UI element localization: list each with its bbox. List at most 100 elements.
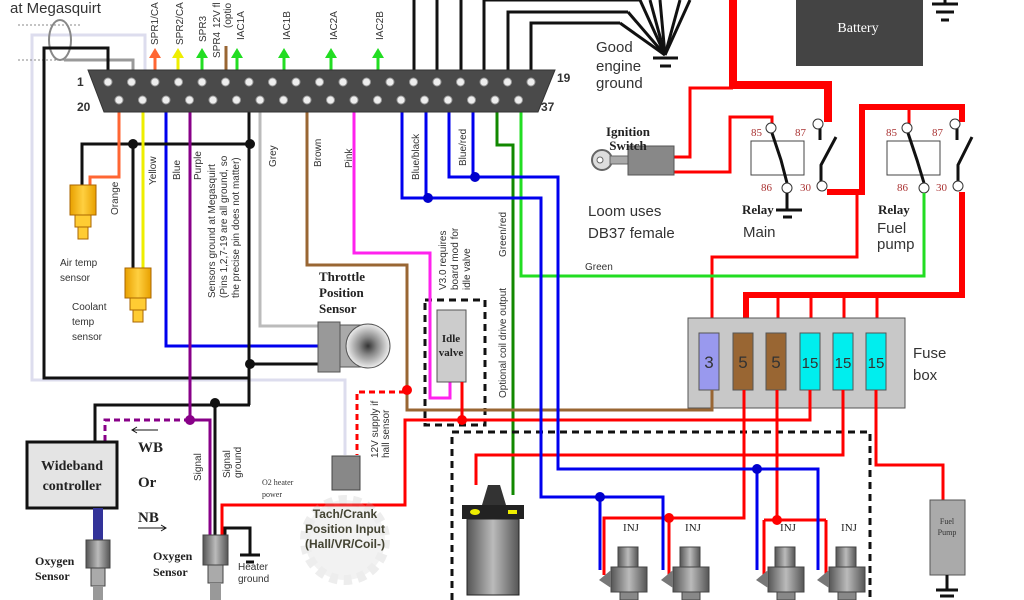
fuel-pump-power-wire: [874, 390, 945, 500]
shield-loop-icon: [48, 19, 72, 61]
connector-pin: [291, 77, 301, 87]
pink-label: Pink: [344, 148, 355, 168]
ignition-feed-wire: [674, 86, 733, 159]
coil-power-wire: [474, 390, 845, 485]
connector-pin: [302, 95, 312, 105]
connector-pin: [244, 77, 254, 87]
connector-pin: [420, 95, 429, 105]
relay-pin-30: 30: [800, 182, 812, 194]
connector-pin: [349, 95, 359, 105]
main-relay-name: Main: [743, 224, 776, 241]
air-temp-sensor: [69, 184, 97, 240]
loom-note: Loom uses: [588, 203, 661, 220]
injector-label: INJ: [841, 522, 858, 534]
connector-pin: [138, 95, 147, 105]
ignition-label: Switch: [609, 138, 647, 153]
fuel-pump-label: Fuel: [940, 517, 955, 526]
connector-pin: [443, 95, 453, 105]
connector-pin: [526, 77, 536, 87]
oxygen-sensor-label: Oxygen: [35, 554, 75, 568]
coolant-temp-label: temp: [72, 317, 95, 328]
blue-label: Blue: [172, 160, 183, 180]
fuel-pump-ground-icon: [936, 575, 958, 598]
arrow-up-icon: [149, 48, 161, 58]
fuse-rating: 5: [771, 353, 780, 372]
green-red-wire: [495, 100, 515, 495]
sensor-ground-wires: [42, 46, 318, 555]
connector-pin: [185, 95, 194, 105]
fuse-bus-wire: [743, 192, 965, 333]
junction-dot: [772, 515, 782, 525]
engine-ground-label: Good: [596, 39, 633, 56]
sensor-ground-note: Sensors ground at Megasquirt: [207, 164, 218, 298]
connector-pin: [127, 77, 136, 87]
purple-label: Purple: [193, 151, 204, 180]
output-label: SPR3: [198, 15, 209, 42]
wideband-label: Wideband: [41, 459, 103, 474]
junction-dot: [664, 513, 674, 523]
green-red-label: Green/red: [498, 212, 509, 257]
fuel-injector: [599, 546, 648, 600]
ignition-coil: [462, 485, 524, 596]
oxygen-sensor-nb: [202, 534, 229, 600]
main-relay-label: Relay: [742, 202, 774, 217]
purple-wideband-wire: [103, 418, 190, 442]
fuel-pump: [929, 499, 966, 576]
heater-ground-icon: [240, 553, 260, 564]
fuel-pump-relay: [886, 118, 974, 194]
idle-mod-note: idle valve: [462, 248, 473, 290]
fuel-injector: [661, 546, 710, 600]
junction-dot: [423, 193, 433, 203]
arrow-up-icon: [278, 48, 290, 58]
injector-bank2-power: [762, 390, 828, 575]
green-wire: [519, 100, 926, 278]
arrow-up-icon: [325, 48, 337, 58]
fuse-rating: 15: [802, 355, 819, 372]
orange-label: Orange: [110, 181, 121, 215]
injector-label: INJ: [685, 522, 702, 534]
oxygen-sensor-label: Sensor: [35, 569, 70, 583]
connector-pin: [373, 95, 382, 105]
junction-dot: [210, 398, 220, 408]
sensor-ground-note: (Pins 1,2,7-19 are all ground, so: [219, 155, 230, 298]
tps-label: Position: [319, 285, 365, 300]
output-label: SPR1/CA: [150, 2, 161, 45]
signal-label: Signal: [193, 453, 204, 481]
junction-dot: [470, 172, 480, 182]
idle-valve-label: Idle: [442, 333, 460, 345]
fuel-relay-label: Relay: [878, 202, 910, 217]
pin-label-1: 1: [77, 75, 84, 89]
connector-pin: [197, 77, 207, 87]
relay-pin-85: 85: [751, 127, 763, 139]
relay-pin-86: 86: [897, 182, 909, 194]
fuse-rating: 5: [738, 353, 747, 372]
orange-wire: [88, 100, 121, 185]
relay-pin-86: 86: [761, 182, 773, 194]
output-label: IAC2B: [375, 11, 386, 40]
connector-pin: [432, 77, 442, 87]
arrow-up-icon: [172, 48, 184, 58]
coil-injector-box: [450, 430, 872, 600]
oxygen-sensor-label: Sensor: [153, 565, 188, 579]
idle-valve-power-wire: [460, 382, 812, 422]
connector-pin: [315, 77, 324, 87]
junction-dot: [595, 492, 605, 502]
engine-ground-label: ground: [596, 75, 643, 92]
tach-label: Position Input: [305, 522, 385, 536]
grey-wire: [258, 100, 318, 328]
ignition-switch: [591, 145, 675, 176]
relay-pin-87: 87: [795, 127, 807, 139]
arrow-right-icon: [138, 524, 167, 532]
main-relay: [750, 118, 838, 219]
air-temp-label: Air temp: [60, 258, 98, 269]
wideband-controller: [25, 440, 119, 510]
fuse-box-label: Fuse: [913, 345, 946, 362]
o2-heater-label: power: [262, 490, 282, 499]
tps-label: Throttle: [319, 269, 365, 284]
connector-pin: [268, 77, 277, 87]
throttle-position-sensor: [317, 321, 391, 373]
idle-mod-note: board mod for: [450, 227, 461, 290]
nb-label: NB: [138, 510, 159, 526]
junction-dot: [245, 139, 255, 149]
hall-supply-wire: [355, 390, 405, 455]
